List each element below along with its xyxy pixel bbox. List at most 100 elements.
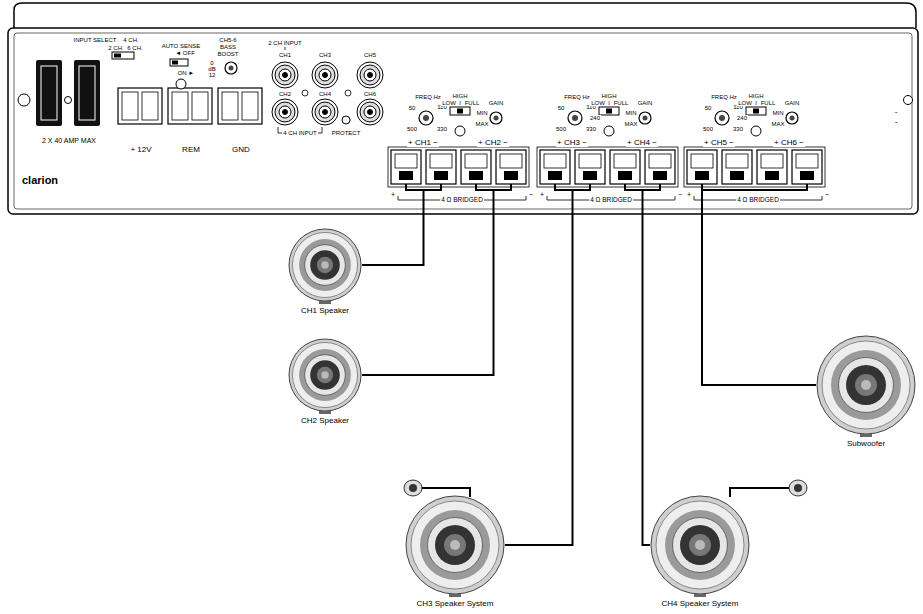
rca-ring (283, 73, 288, 78)
speaker-ring (321, 371, 328, 378)
panel-label: 500 (702, 126, 714, 132)
panel-label: MIN (625, 110, 638, 116)
jack-screw (345, 90, 351, 96)
tweeter-wire (730, 488, 789, 497)
speaker: CH4 Speaker System (650, 495, 750, 609)
speaker-ring (855, 374, 877, 396)
panel-label: MIN (476, 110, 489, 116)
speaker-caption: CH4 Speaker System (650, 599, 750, 609)
jack-screw (302, 90, 308, 96)
speaker-ring (861, 380, 871, 390)
panel-label: FREQ Hz (414, 94, 442, 100)
speaker-terminal (461, 150, 491, 184)
terminal-slot (614, 154, 636, 168)
panel-label: + CH3 − (556, 139, 588, 147)
panel-label: 50 (704, 105, 713, 111)
panel-label: 4 Ω BRIDGED (589, 197, 633, 204)
panel-label: 110 (436, 104, 448, 110)
panel-label: GAIN (488, 100, 505, 106)
rca-ring (315, 102, 335, 122)
speaker-ring (321, 261, 328, 268)
speaker-ring (317, 367, 333, 383)
power-terminal-slot (142, 92, 158, 120)
bridged-bracket (694, 196, 822, 200)
panel-label: dB (207, 66, 216, 72)
speaker-ring (299, 239, 351, 291)
terminal-slot (726, 154, 748, 168)
rca-ring (275, 102, 295, 122)
input-bracket (278, 127, 322, 133)
rca-ring (272, 62, 298, 88)
terminal-slot (430, 154, 452, 168)
rca-ring (272, 99, 298, 125)
rca-ring (279, 69, 291, 81)
amp-top (14, 3, 916, 28)
terminal-screw (653, 171, 667, 180)
amp-face (8, 28, 918, 214)
knob-center (229, 66, 234, 71)
panel-label: FULL (613, 100, 630, 106)
speaker-cone (405, 495, 505, 598)
speaker-wire (643, 214, 651, 545)
terminal-slot (500, 154, 522, 168)
panel-label: LOW (441, 100, 457, 106)
terminal-screw (399, 171, 413, 180)
input-select-switch (112, 52, 134, 59)
panel-label: FULL (464, 100, 481, 106)
speaker-ring (435, 525, 475, 565)
rca-jack (357, 99, 383, 125)
speaker-terminal (496, 150, 526, 184)
panel-label: BOOST (216, 51, 239, 57)
input-tick (285, 47, 286, 50)
panel-label: FREQ Hz (563, 94, 591, 100)
panel-label: 0 (209, 60, 214, 66)
speaker-terminal (792, 150, 822, 184)
auto-sense-switch (170, 59, 188, 66)
speaker-ring (822, 341, 910, 429)
panel-label: GAIN (637, 100, 654, 106)
panel-label: 330 (732, 126, 744, 132)
rca-ring (279, 106, 291, 118)
knob-center (572, 115, 578, 121)
filter-switch (746, 107, 766, 115)
speaker-terminal (722, 150, 752, 184)
tweeter-dome (794, 484, 802, 492)
panel-label: 4 Ω BRIDGED (440, 197, 484, 204)
switch-slider (753, 109, 759, 114)
panel-label: 6 CH. (126, 45, 143, 51)
panel-led (455, 126, 465, 136)
panel-label: LOW (590, 100, 606, 106)
panel-label: + CH1 − (407, 139, 439, 147)
speaker-terminal (645, 150, 675, 184)
terminal-screw (618, 171, 632, 180)
panel-led (751, 126, 761, 136)
panel-label: + (390, 191, 396, 198)
panel-label: + CH2 − (477, 139, 509, 147)
rca-jack (357, 62, 383, 88)
terminal-screw (730, 171, 744, 180)
amp-face-inset (14, 33, 912, 209)
fuse-holder (36, 60, 62, 126)
rca-ring (315, 65, 335, 85)
speaker: CH1 Speaker (288, 228, 362, 316)
filter-switch (599, 107, 619, 115)
speaker-ring (673, 518, 728, 573)
speaker-ring (831, 350, 901, 420)
terminal-slot (544, 154, 566, 168)
bridged-bracket (398, 196, 526, 200)
panel-label: 500 (555, 126, 567, 132)
panel-label: 2 CH INPUT (267, 40, 302, 46)
freq-knob (419, 111, 433, 125)
protect-led (342, 116, 350, 124)
panel-label: 50 (408, 105, 417, 111)
speaker-ring (846, 365, 886, 405)
speaker-cone (650, 495, 750, 598)
panel-label: + (539, 191, 545, 198)
panel-label: I (607, 100, 611, 106)
panel-label: MAX (474, 121, 489, 127)
panel-label: 500 (406, 126, 418, 132)
rca-ring (357, 99, 383, 125)
speaker-ring (689, 534, 711, 556)
speaker-terminal (687, 150, 717, 184)
